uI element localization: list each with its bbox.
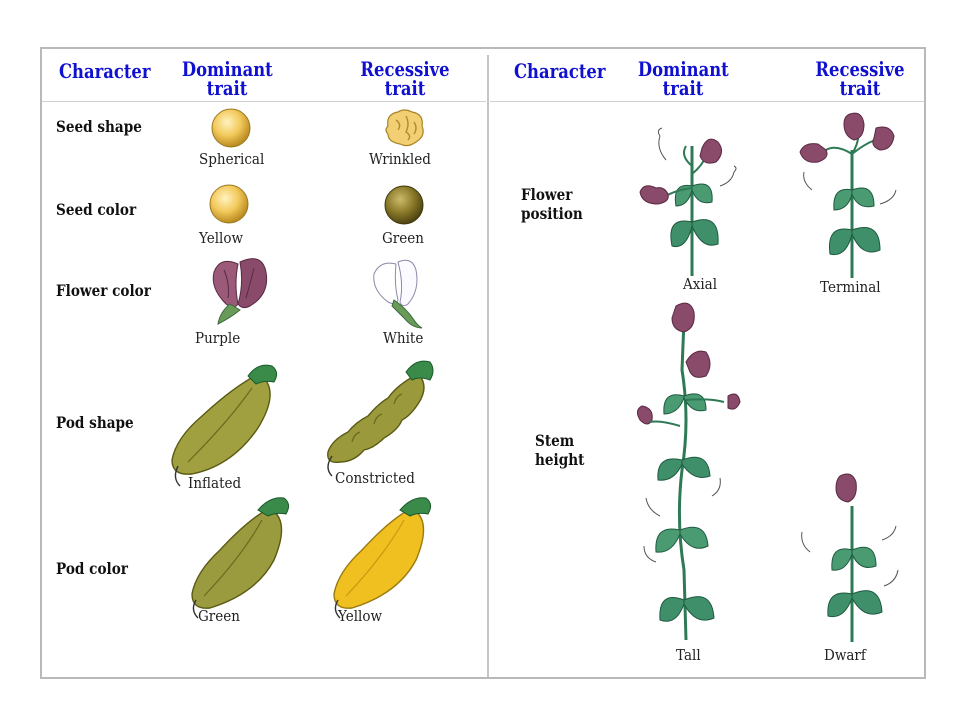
label-wrinkled: Wrinkled [369,150,431,168]
header-right-character: Character [514,59,606,83]
header-left-character: Character [59,59,151,83]
char-seed-shape: Seed shape [56,117,142,136]
label-green-pod: Green [198,607,240,625]
yellow-seed-image [209,184,249,224]
yellow-pod-image [333,497,432,619]
purple-flower-image [212,258,268,325]
green-pod-image [191,497,290,619]
label-axial: Axial [683,275,718,293]
char-flower-color: Flower color [56,281,151,300]
green-seed-image [384,185,424,225]
label-constricted: Constricted [335,469,415,487]
char-pod-color: Pod color [56,559,128,578]
terminal-plant-image [799,112,897,278]
label-spherical: Spherical [199,150,265,168]
header-rule-right [490,101,924,102]
tall-plant-image [636,302,741,641]
column-divider [487,55,489,677]
char-seed-color: Seed color [56,200,137,219]
table-frame [40,47,926,679]
dwarf-plant-image [801,473,899,642]
label-white: White [383,329,424,347]
white-flower-image [373,259,423,329]
label-green-seed: Green [382,229,424,247]
constricted-pod-image [327,360,434,477]
label-dwarf: Dwarf [824,646,866,664]
axial-plant-image [639,127,737,276]
char-pod-shape: Pod shape [56,413,134,432]
label-inflated: Inflated [188,474,242,492]
label-yellow-seed: Yellow [199,229,244,247]
label-purple: Purple [195,329,241,347]
header-rule-left [42,101,486,102]
label-terminal: Terminal [820,278,881,296]
inflated-pod-image [171,364,278,487]
label-tall: Tall [676,646,701,664]
label-yellow-pod: Yellow [338,607,383,625]
wrinkled-seed-image [385,109,424,147]
spherical-seed-image [211,108,251,148]
